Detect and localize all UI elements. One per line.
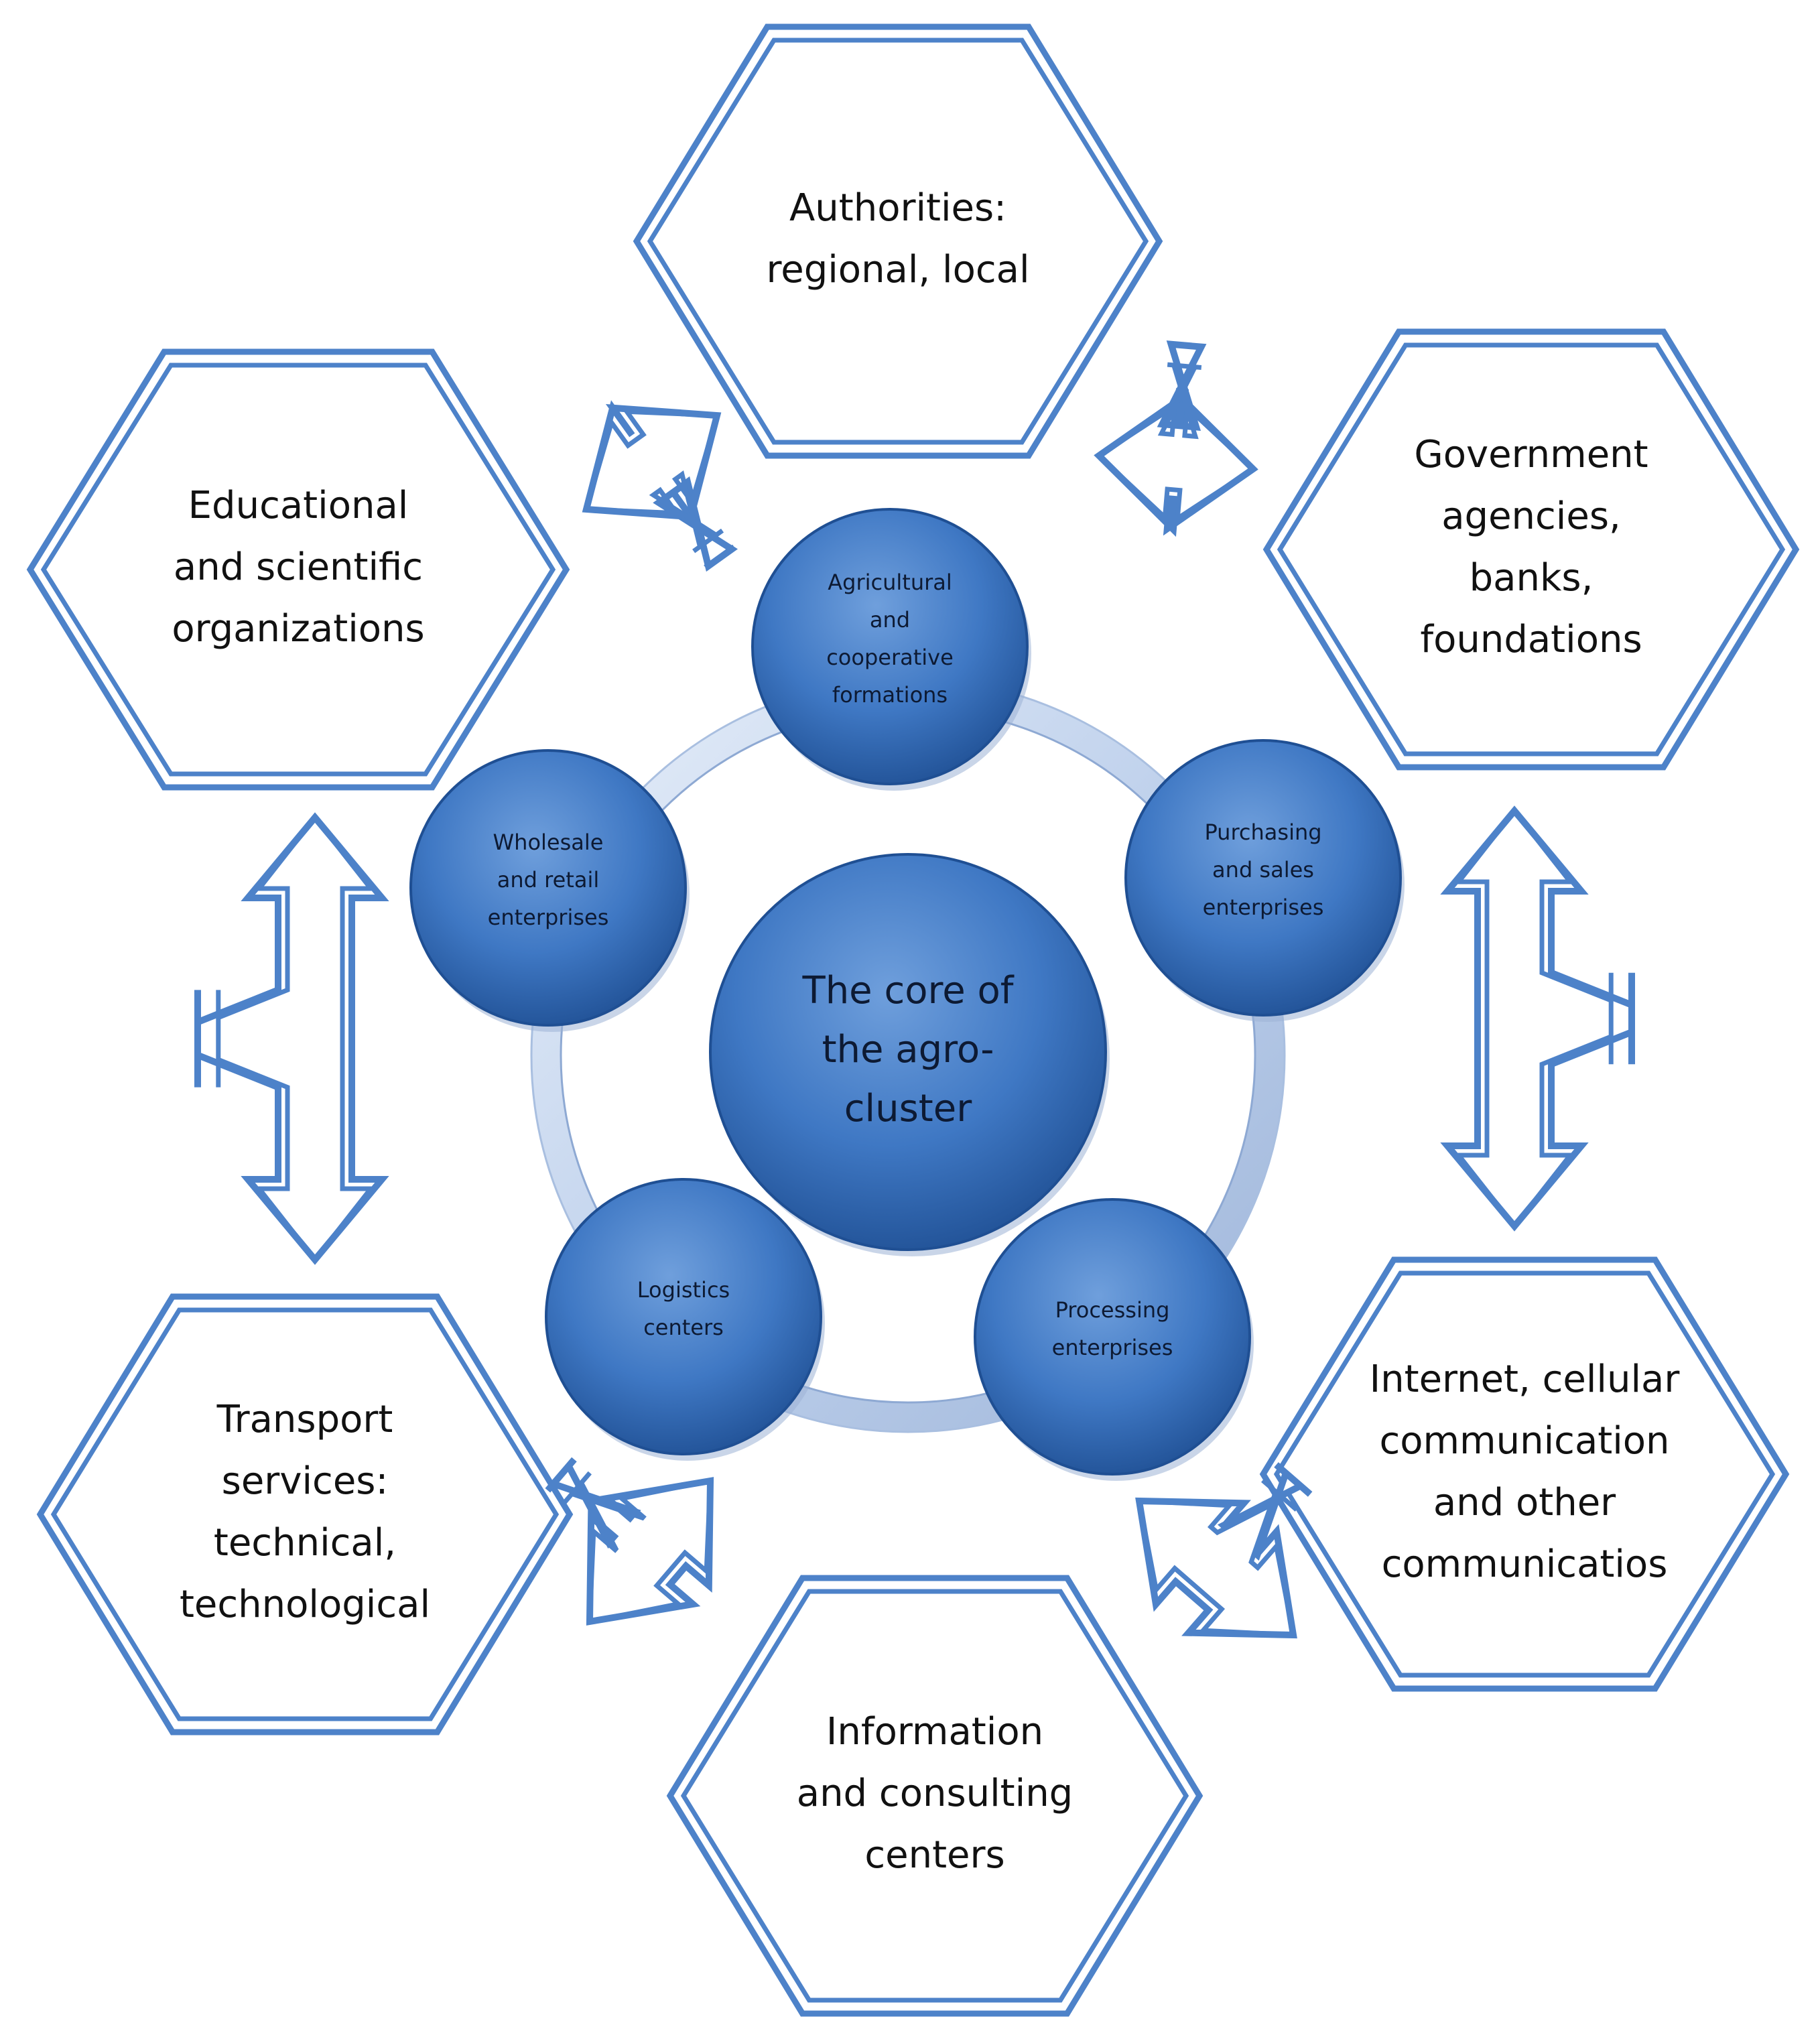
arrow-logistics-information (545, 1457, 714, 1626)
hexagon-label-line: regional, local (766, 248, 1029, 291)
node-purchasing: Purchasing and sales enterprises (1124, 739, 1405, 1022)
hexagon-label-line: centers (864, 1833, 1004, 1877)
core-label-line: The core of (801, 969, 1014, 1012)
hexagon-label-line: Government (1414, 433, 1648, 476)
double-arrow-inner (1453, 807, 1614, 1230)
arrow-educational-transport (194, 812, 389, 1265)
node-label-line: formations (832, 682, 948, 708)
node-label-line: and retail (497, 867, 599, 893)
inner-nodes: Agricultural and cooperative formationsPurc… (409, 508, 1405, 1481)
node-label-line: enterprises (1052, 1335, 1173, 1360)
node-agricultural-ball (751, 508, 1029, 785)
hexagon-label-line: services: (222, 1459, 389, 1503)
node-processing: Processing enterprises (974, 1198, 1254, 1481)
hexagon-label-line: technological (180, 1583, 430, 1626)
hexagon-internet: Internet, cellular communication and other… (1259, 1256, 1790, 1692)
double-arrow-outer (194, 812, 389, 1265)
hexagon-label-line: Authorities: (789, 186, 1006, 230)
arrow-government-internet (1440, 805, 1635, 1232)
hexagon-label-line: and scientific (174, 545, 423, 589)
double-arrow-outer (1094, 340, 1258, 537)
double-arrow-outer (1440, 805, 1635, 1232)
hexagon-outline-inner (680, 1589, 1189, 2003)
node-logistics-ball (545, 1178, 822, 1455)
node-label-line: Processing (1055, 1297, 1170, 1323)
node-wholesale: Wholesale and retail enterprises (409, 749, 690, 1032)
node-core: The core of the agro-cluster (709, 853, 1110, 1256)
hexagon-label-line: and consulting (797, 1772, 1073, 1815)
node-label-line: enterprises (1203, 895, 1324, 920)
hexagon-outline-outer (36, 1293, 574, 1735)
double-arrow-inner (1136, 1478, 1299, 1638)
arrow-authorities-government (1094, 340, 1258, 537)
hexagon-label-line: agencies, (1441, 495, 1621, 538)
node-label-line: and (870, 607, 910, 633)
hexagon-authorities: Authorities: regional, local (633, 23, 1163, 459)
arrow-processing-internet (1135, 1462, 1313, 1639)
node-label-line: Purchasing (1204, 820, 1321, 845)
hexagon-transport: Transport services: technical, technologica… (36, 1293, 574, 1735)
node-label-line: centers (643, 1315, 724, 1340)
hexagon-outline-inner (1277, 342, 1786, 757)
core-label-line: cluster (844, 1087, 972, 1130)
node-logistics: Logistics centers (545, 1178, 825, 1461)
hexagon-outline-inner (1273, 1270, 1776, 1678)
node-processing-ball (974, 1198, 1251, 1476)
double-arrow-inner (562, 1471, 713, 1625)
node-purchasing-ball (1124, 739, 1402, 1017)
node-label-line: cooperative (826, 645, 954, 670)
node-label-line: Wholesale (493, 830, 604, 855)
node-agricultural: Agricultural and cooperative formations (751, 508, 1031, 791)
hexagon-label-line: and other (1433, 1481, 1616, 1524)
double-arrow-inner (216, 813, 376, 1264)
hexagon-outline-outer (1262, 328, 1800, 771)
hexagon-label-line: communicatios (1382, 1543, 1668, 1586)
double-arrows (194, 340, 1635, 1639)
hexagon-label-line: Information (826, 1710, 1043, 1754)
core-label-line: the agro- (822, 1028, 994, 1071)
hexagon-label-line: communication (1379, 1419, 1669, 1463)
hexagon-outline-inner (50, 1307, 560, 1721)
node-label-line: Logistics (637, 1277, 730, 1303)
double-arrow-inner (1095, 362, 1257, 523)
hexagon-label-line: organizations (172, 607, 424, 651)
hexagon-outline-inner (40, 363, 556, 777)
hexagon-outline-outer (1259, 1256, 1790, 1692)
hexagon-label-line: banks, (1470, 556, 1594, 600)
hexagon-label-line: technical, (214, 1521, 396, 1565)
node-core-ball (709, 853, 1107, 1251)
hexagon-outline-outer (666, 1575, 1204, 2017)
hexagon-label-line: Internet, cellular (1370, 1358, 1681, 1401)
double-arrow-inner (583, 409, 724, 553)
node-label-line: and sales (1212, 857, 1314, 882)
hexagon-label-line: Educational (188, 484, 409, 527)
hexagon-label-line: foundations (1420, 618, 1642, 661)
hexagon-label-line: Transport (216, 1398, 393, 1441)
hexagon-outline-outer (633, 23, 1163, 459)
hexagon-educational: Educational and scientific organizations (26, 348, 570, 791)
hexagon-information: Information and consulting centers (666, 1575, 1204, 2017)
node-wholesale-ball (409, 749, 687, 1027)
node-label-line: Agricultural (828, 570, 952, 595)
hexagon-outline-inner (647, 38, 1149, 445)
hexagon-outline-outer (26, 348, 570, 791)
node-label-line: enterprises (488, 905, 609, 930)
hexagon-government: Government agencies, banks, foundations (1262, 328, 1800, 771)
arrow-educational-agricultural (582, 400, 738, 572)
